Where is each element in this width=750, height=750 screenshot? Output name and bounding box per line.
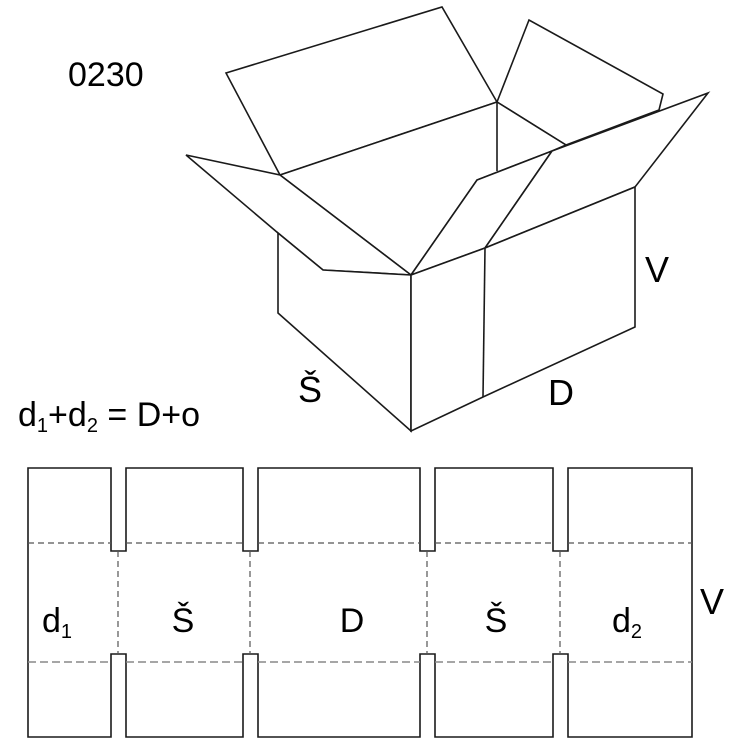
- net-panel-d2: d2: [612, 602, 642, 643]
- width-label: Š: [298, 369, 322, 410]
- style-code: 0230: [68, 56, 144, 94]
- net-panel-d1: d1: [42, 602, 72, 643]
- height-label: V: [645, 249, 669, 290]
- net-panel-length: D: [340, 602, 365, 640]
- net-height-label: V: [700, 581, 724, 622]
- length-label: D: [548, 372, 574, 413]
- net-panel-width-1: Š: [172, 602, 195, 640]
- box-3d: [185, 6, 711, 433]
- flat-net: [27, 467, 693, 738]
- formula: d1+d2 = D+o: [18, 396, 200, 437]
- net-panel-width-2: Š: [485, 602, 508, 640]
